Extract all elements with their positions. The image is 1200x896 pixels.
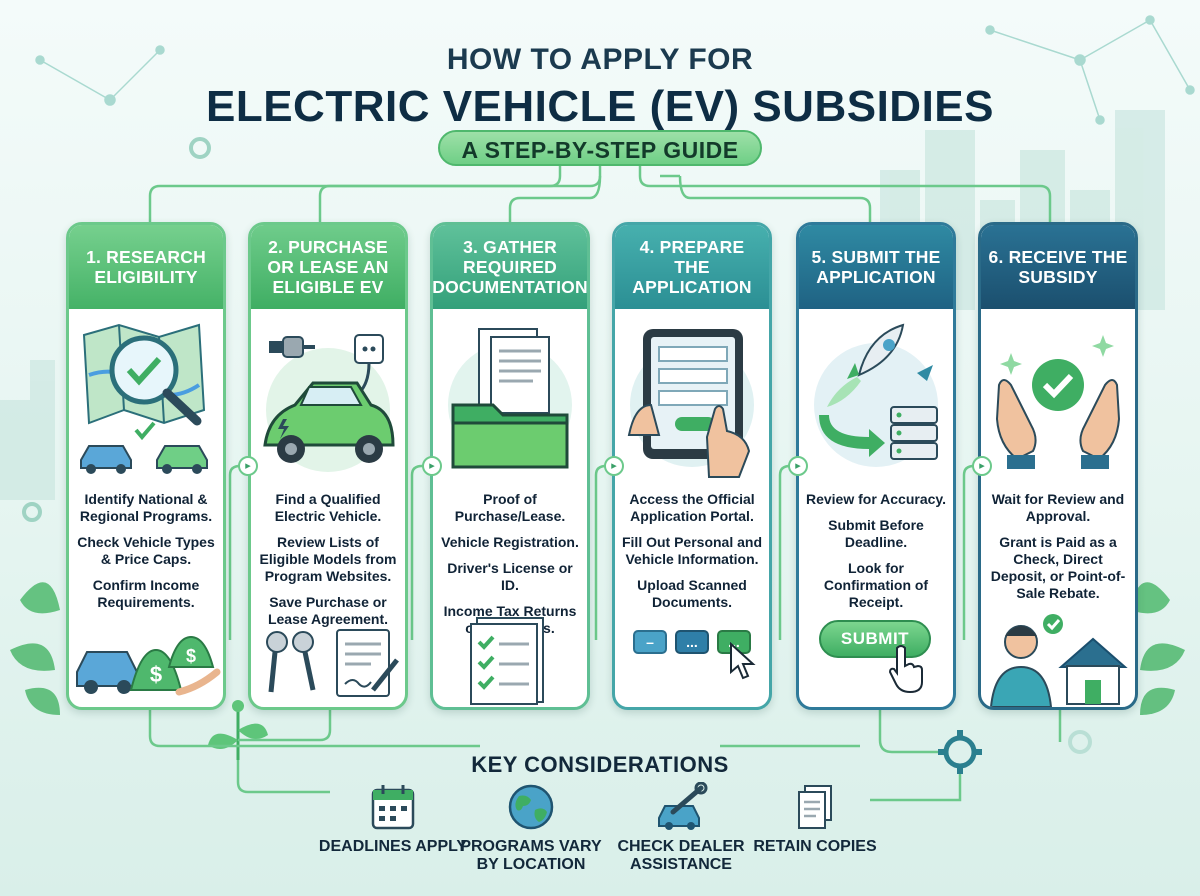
submit-area: SUBMIT [799, 612, 953, 707]
step-6-item-2: Grant is Paid as a Check, Direct Deposit… [990, 534, 1126, 601]
step-title-2: 2. PURCHASE OR LEASE AN ELIGIBLE EV [251, 225, 405, 309]
step-card-1: 1. RESEARCH ELIGIBILITY Identify Nationa… [66, 222, 226, 710]
step-5-item-1: Review for Accuracy. [805, 491, 947, 507]
documents-icon [798, 785, 832, 829]
page-title: ELECTRIC VEHICLE (EV) SUBSIDIES [205, 82, 995, 131]
checklist-icon [470, 617, 544, 705]
step-2-item-2: Review Lists of Eligible Models from Pro… [259, 534, 397, 584]
step-6-item-1: Wait for Review and Approval. [991, 491, 1125, 524]
step-1-item-2: Check Vehicle Types & Price Caps. [77, 534, 215, 567]
document-folder-icon [448, 328, 572, 469]
step-title-3: 3. GATHER REQUIRED DOCUMENTATION [433, 225, 587, 309]
person-house-icon [989, 614, 1128, 707]
step-4-item-1: Access the Official Application Portal. [629, 491, 755, 524]
step-card-5: 5. SUBMIT THE APPLICATION Review for Acc… [796, 222, 956, 710]
subtitle-pill: A STEP-BY-STEP GUIDE [438, 130, 762, 166]
svg-text:$: $ [186, 646, 196, 666]
hands-check-icon [995, 335, 1121, 469]
step-card-4: 4. PREPARE THE APPLICATION Access the Of… [612, 222, 772, 710]
magnifier-map-icon [80, 323, 208, 474]
arrow-icon-step-2: ▸ [238, 456, 258, 476]
form-buttons: – ... ... [615, 612, 769, 707]
step-5-item-3: Look for Confirmation of Receipt. [823, 560, 929, 610]
step-3-item-2: Vehicle Registration. [441, 534, 579, 550]
svg-text:$: $ [150, 662, 162, 687]
key-item-retain-copies: RETAIN COPIES [740, 782, 890, 856]
form-button-1[interactable]: – [633, 630, 667, 654]
step-title-5: 5. SUBMIT THE APPLICATION [799, 225, 953, 309]
step-1-item-1: Identify National & Regional Programs. [79, 491, 213, 524]
step-body-6: Wait for Review and Approval. Grant is P… [987, 491, 1129, 611]
rocket-server-icon [814, 323, 938, 467]
arrow-icon-step-5: ▸ [788, 456, 808, 476]
car-wrench-icon [658, 782, 708, 830]
step-4-item-3: Upload Scanned Documents. [637, 577, 747, 610]
calendar-icon [371, 785, 415, 830]
cursor-icon [730, 642, 756, 680]
arrow-icon-step-3: ▸ [422, 456, 442, 476]
electric-car-icon [263, 334, 395, 472]
step-2-item-3: Save Purchase or Lease Agreement. [267, 594, 389, 627]
form-button-2[interactable]: ... [675, 630, 709, 654]
step-title-6: 6. RECEIVE THE SUBSIDY [981, 225, 1135, 309]
key-label-programs-vary: PROGRAMS VARY BY LOCATION [460, 838, 602, 873]
step-1-item-3: Confirm Income Requirements. [92, 577, 200, 610]
key-label-deadlines: DEADLINES APPLY [318, 838, 468, 855]
tablet-form-icon [627, 329, 754, 478]
step-3-item-1: Proof of Purchase/Lease. [454, 491, 566, 524]
step-body-1: Identify National & Regional Programs. C… [75, 491, 217, 620]
step-title-1: 1. RESEARCH ELIGIBILITY [69, 225, 223, 309]
gear-decoration-icon [943, 735, 977, 769]
step-2-item-1: Find a Qualified Electric Vehicle. [274, 491, 382, 524]
key-item-dealer-assistance: CHECK DEALER ASSISTANCE [606, 782, 756, 874]
pointing-hand-icon [888, 645, 923, 694]
arrow-icon-step-4: ▸ [604, 456, 624, 476]
title-top: HOW TO APPLY FOR [446, 43, 754, 76]
step-title-4: 4. PREPARE THE APPLICATION [615, 225, 769, 309]
step-5-item-2: Submit Before Deadline. [828, 517, 924, 550]
step-4-item-2: Fill Out Personal and Vehicle Informatio… [621, 534, 763, 567]
step-card-3: 3. GATHER REQUIRED DOCUMENTATION Proof o… [430, 222, 590, 710]
key-label-dealer-assistance: CHECK DEALER ASSISTANCE [617, 838, 745, 873]
car-money-icon: $ $ [76, 635, 221, 696]
key-label-retain-copies: RETAIN COPIES [753, 838, 877, 855]
key-item-deadlines: DEADLINES APPLY [318, 782, 468, 856]
key-item-programs-vary: PROGRAMS VARY BY LOCATION [456, 782, 606, 874]
arrow-icon-step-6: ▸ [972, 456, 992, 476]
step-3-item-3: Driver's License or ID. [447, 560, 573, 593]
step-body-5: Review for Accuracy. Submit Before Deadl… [805, 491, 947, 620]
globe-icon [508, 784, 554, 830]
keys-contract-icon [266, 629, 399, 697]
step-card-6: 6. RECEIVE THE SUBSIDY Wait for Review a… [978, 222, 1138, 710]
submit-button[interactable]: SUBMIT [819, 620, 931, 658]
key-considerations-title: KEY CONSIDERATIONS [471, 752, 729, 777]
step-card-2: 2. PURCHASE OR LEASE AN ELIGIBLE EV Find… [248, 222, 408, 710]
step-body-4: Access the Official Application Portal. … [621, 491, 763, 620]
step-body-2: Find a Qualified Electric Vehicle. Revie… [257, 491, 399, 637]
